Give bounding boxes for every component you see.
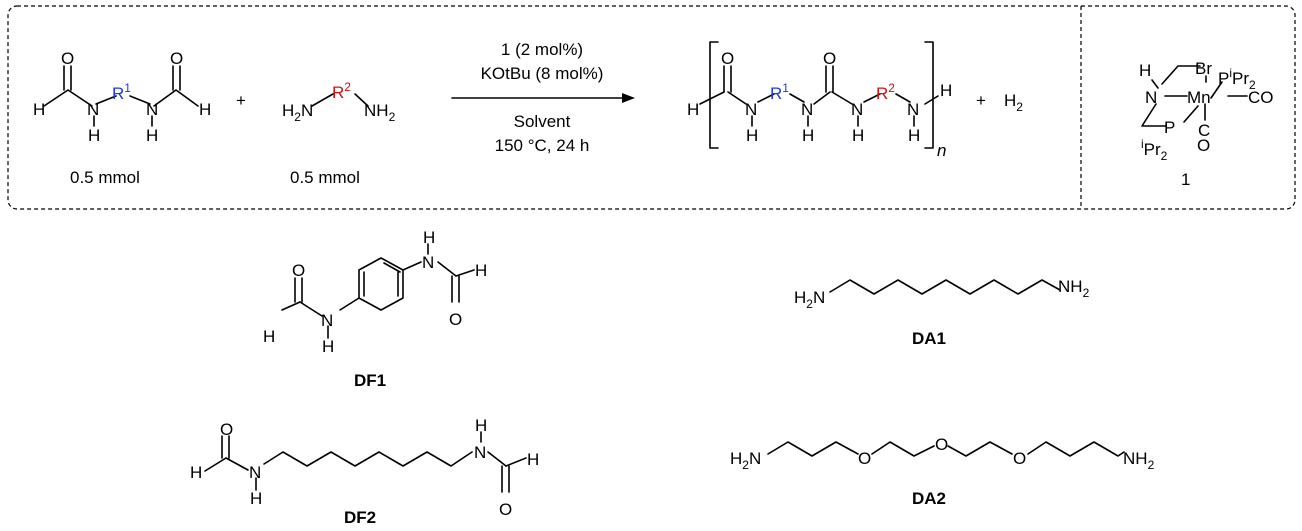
svg-text:N: N: [146, 100, 158, 119]
condition-temperature: 150 °C, 24 h: [495, 136, 590, 155]
hydrogen-byproduct: H2: [1004, 91, 1023, 114]
svg-text:Mn: Mn: [1187, 88, 1211, 107]
svg-text:H: H: [250, 489, 262, 508]
reactant-diamine: H2N R2 NH2 0.5 mmol: [282, 80, 396, 187]
svg-text:N: N: [474, 443, 486, 462]
product-polyurea: H O O N N N N H H H H R1 R2 H n: [687, 41, 952, 160]
svg-text:H: H: [423, 228, 435, 247]
svg-text:R2: R2: [876, 81, 895, 103]
svg-text:CO: CO: [1248, 88, 1274, 107]
svg-text:H: H: [746, 126, 758, 145]
svg-text:N: N: [851, 100, 863, 119]
svg-text:O: O: [499, 500, 512, 519]
svg-text:H: H: [1139, 61, 1151, 80]
catalyst-label: 1: [1181, 170, 1190, 189]
svg-text:H: H: [190, 463, 202, 482]
svg-text:H: H: [199, 100, 211, 119]
svg-text:H: H: [146, 126, 158, 145]
condition-base: KOtBu (8 mol%): [481, 64, 604, 83]
svg-text:H2N: H2N: [282, 101, 313, 124]
svg-text:O: O: [220, 420, 233, 439]
df1-label: DF1: [354, 371, 386, 390]
svg-text:O: O: [1197, 136, 1210, 155]
svg-text:R2: R2: [332, 80, 351, 102]
condition-solvent: Solvent: [514, 112, 571, 131]
svg-text:O: O: [61, 49, 74, 68]
svg-text:H: H: [940, 81, 952, 100]
svg-text:H: H: [88, 126, 100, 145]
svg-text:N: N: [1145, 88, 1157, 107]
svg-text:N: N: [87, 100, 99, 119]
svg-text:O: O: [935, 435, 948, 454]
plus-sign-2: +: [976, 91, 986, 110]
svg-text:O: O: [449, 310, 462, 329]
svg-text:N: N: [907, 100, 919, 119]
svg-text:N: N: [801, 100, 813, 119]
svg-text:P: P: [1164, 118, 1175, 137]
svg-text:H: H: [852, 126, 864, 145]
svg-text:H2N: H2N: [730, 449, 761, 472]
svg-text:H: H: [322, 337, 334, 356]
compound-df2: H O N H N H H O DF2: [190, 416, 539, 527]
svg-text:O: O: [292, 261, 305, 280]
svg-text:H2N: H2N: [794, 288, 825, 311]
repeat-unit-n: n: [937, 141, 946, 160]
compound-da2: H2N O O O NH2 DA2: [730, 435, 1155, 508]
svg-text:O: O: [823, 49, 836, 68]
compound-da1: H2N NH2 DA1: [794, 277, 1090, 348]
svg-text:O: O: [858, 449, 871, 468]
catalyst-structure: Br H N Mn PiPr2 CO P C O iPr2 1: [1139, 59, 1274, 189]
da1-label: DA1: [912, 329, 946, 348]
df2-label: DF2: [344, 508, 376, 527]
svg-text:Br: Br: [1195, 59, 1212, 78]
svg-text:H: H: [527, 450, 539, 469]
svg-text:N: N: [745, 100, 757, 119]
svg-text:O: O: [721, 49, 734, 68]
reaction-arrow: [451, 93, 635, 103]
compound-df1: N H H O N H H O DF1: [263, 228, 487, 390]
svg-text:R1: R1: [112, 81, 131, 103]
svg-text:O: O: [170, 49, 183, 68]
reactant2-amount: 0.5 mmol: [290, 168, 360, 187]
svg-text:NH2: NH2: [364, 101, 396, 124]
svg-text:C: C: [1198, 121, 1210, 140]
plus-sign-1: +: [236, 91, 246, 110]
reactant-diformamide: O O H H N N H H R1 0.5 mmol: [33, 49, 211, 187]
svg-text:H: H: [802, 126, 814, 145]
reactant1-amount: 0.5 mmol: [70, 168, 140, 187]
svg-text:iPr2: iPr2: [1141, 137, 1168, 163]
svg-text:NH2: NH2: [1058, 277, 1090, 300]
svg-text:N: N: [321, 311, 333, 330]
svg-text:H: H: [908, 126, 920, 145]
svg-text:N: N: [249, 463, 261, 482]
svg-text:H: H: [475, 416, 487, 435]
dashed-frame: [7, 5, 1296, 210]
svg-text:H: H: [33, 100, 45, 119]
svg-text:H: H: [687, 100, 699, 119]
svg-text:H: H: [475, 261, 487, 280]
condition-catalyst: 1 (2 mol%): [501, 40, 583, 59]
svg-text:O: O: [1013, 449, 1026, 468]
svg-text:H: H: [263, 327, 275, 346]
svg-text:NH2: NH2: [1123, 449, 1155, 472]
da2-label: DA2: [912, 489, 946, 508]
svg-text:N: N: [422, 253, 434, 272]
svg-text:R1: R1: [770, 81, 789, 103]
